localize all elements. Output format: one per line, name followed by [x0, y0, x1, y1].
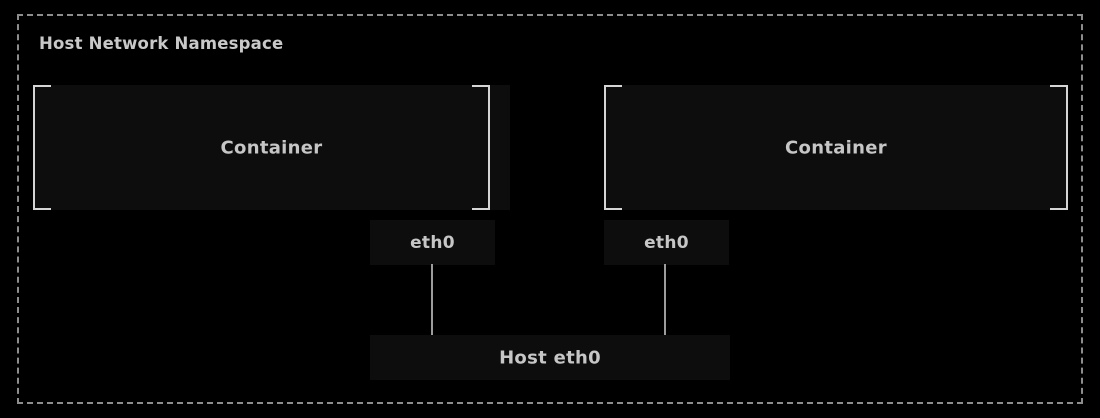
- connector-line-right: [664, 264, 666, 336]
- container-eth0-label-left: eth0: [410, 232, 455, 253]
- namespace-title: Host Network Namespace: [39, 34, 284, 53]
- container-box-left: Container: [33, 85, 510, 210]
- connector-line-left: [431, 264, 433, 336]
- container-box-right: Container: [604, 85, 1068, 210]
- container-eth0-box-left: eth0: [370, 220, 495, 265]
- container-right-label: Container: [785, 137, 887, 158]
- host-network-namespace-boundary: [17, 14, 1083, 404]
- host-eth0-label: Host eth0: [499, 347, 601, 368]
- container-eth0-label-right: eth0: [644, 232, 689, 253]
- container-left-label: Container: [220, 137, 323, 158]
- container-eth0-box-right: eth0: [604, 220, 729, 265]
- host-eth0-box: Host eth0: [370, 335, 730, 380]
